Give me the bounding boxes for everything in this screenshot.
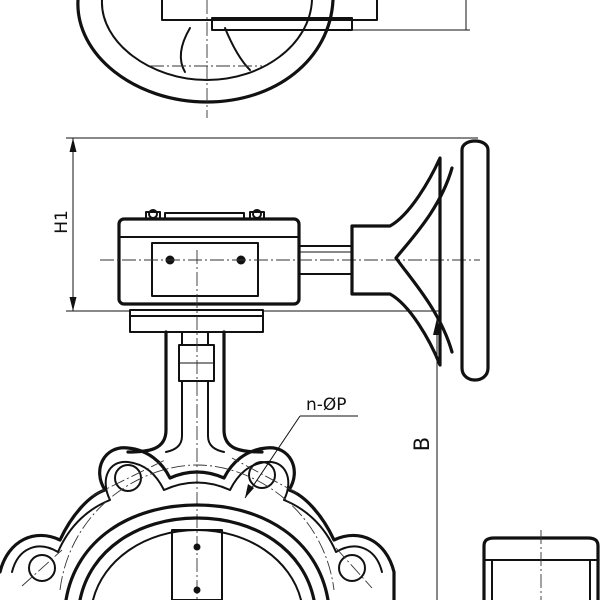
top-view-spoke bbox=[179, 27, 251, 73]
lug-center-line-4 bbox=[231, 457, 298, 494]
lug-hole-lower-right bbox=[338, 554, 366, 582]
gearbox-flange bbox=[129, 309, 264, 333]
gearbox-top-lugs bbox=[145, 211, 265, 219]
top-view-gearbox bbox=[161, 0, 378, 21]
hole-leader-arrow bbox=[245, 484, 254, 498]
lug-center-line-2 bbox=[21, 549, 63, 587]
handwheel-inner-web bbox=[394, 166, 454, 354]
bolt-circle bbox=[59, 464, 335, 591]
h1-arrow-top bbox=[69, 138, 77, 152]
body-inner-outline bbox=[11, 460, 383, 573]
seat-ring-inner bbox=[78, 516, 316, 600]
gearbox-body bbox=[117, 217, 301, 306]
disc-pin-upper bbox=[193, 543, 201, 551]
top-view-gearbox-base bbox=[211, 17, 353, 31]
h1-arrow-bottom bbox=[69, 297, 77, 311]
handwheel-rim bbox=[460, 139, 490, 382]
seat-ring-outer bbox=[64, 503, 330, 600]
lug-center-line-1 bbox=[91, 459, 166, 497]
lug-hole-upper-right bbox=[248, 461, 276, 489]
disc-stem bbox=[171, 529, 223, 600]
hole-callout: n-ØP bbox=[244, 395, 358, 499]
lug-hole-lower-left bbox=[28, 554, 56, 582]
dimension-b: B bbox=[410, 318, 441, 600]
valve-body bbox=[0, 446, 396, 600]
side-view bbox=[482, 530, 600, 600]
neck-inner bbox=[165, 331, 225, 453]
body-outline bbox=[0, 446, 396, 600]
top-view-handwheel-rim bbox=[76, 0, 335, 104]
dimension-label-hole: n-ØP bbox=[306, 395, 347, 415]
gearbox bbox=[100, 209, 480, 333]
valve-neck bbox=[126, 250, 264, 600]
dimension-label-b: B bbox=[410, 437, 434, 451]
top-view bbox=[76, 0, 470, 118]
disc-pin-lower bbox=[193, 586, 201, 594]
neck-outline bbox=[126, 330, 264, 454]
b-arrow-top bbox=[433, 318, 441, 335]
dimension-label-h1: H1 bbox=[52, 210, 72, 234]
hole-leader-line bbox=[244, 415, 301, 499]
gearbox-indicator-window bbox=[151, 242, 259, 297]
handwheel bbox=[263, 139, 490, 382]
lug-center-line-3 bbox=[335, 547, 373, 589]
dimension-h1: H1 bbox=[52, 137, 478, 312]
handwheel-hub bbox=[350, 156, 442, 367]
